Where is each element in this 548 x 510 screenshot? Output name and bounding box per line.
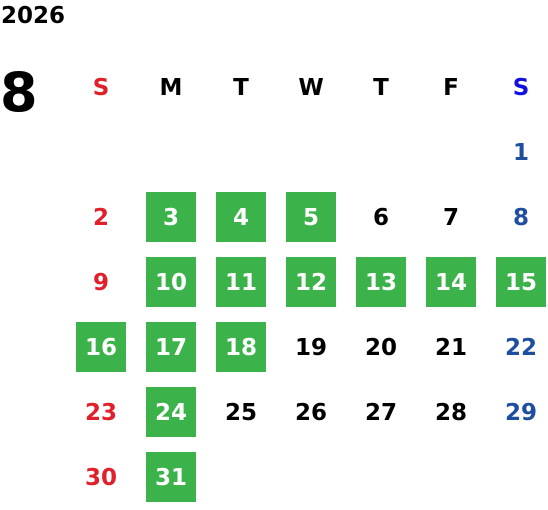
day-highlight (216, 322, 266, 372)
day-number: 3 (162, 204, 179, 231)
weekday-header-wednesday: W (298, 74, 324, 101)
day-cell-marked[interactable]: 10 (136, 250, 206, 315)
day-number: 2 (92, 204, 109, 231)
day-number: 20 (364, 334, 397, 361)
day-cell[interactable]: 28 (416, 380, 486, 445)
day-number: 5 (302, 204, 319, 231)
day-number: 16 (84, 334, 117, 361)
day-number: 17 (154, 334, 187, 361)
day-highlight (216, 192, 266, 242)
day-number: 18 (224, 334, 257, 361)
day-cell-marked[interactable]: 15 (486, 250, 548, 315)
empty-day-cell (346, 120, 416, 185)
day-highlight (146, 452, 196, 502)
day-number: 12 (294, 269, 327, 296)
weekday-header-saturday: S (512, 74, 530, 101)
day-cell[interactable]: 23 (66, 380, 136, 445)
day-cell[interactable]: 25 (206, 380, 276, 445)
day-cell-marked[interactable]: 13 (346, 250, 416, 315)
empty-day-cell (206, 120, 276, 185)
day-highlight (286, 257, 336, 307)
day-number: 30 (84, 464, 117, 491)
day-cell[interactable]: 6 (346, 185, 416, 250)
day-cell[interactable]: 20 (346, 315, 416, 380)
day-number: 13 (364, 269, 397, 296)
day-number: 15 (504, 269, 537, 296)
day-number: 24 (154, 399, 187, 426)
day-cell[interactable]: 21 (416, 315, 486, 380)
day-number: 11 (224, 269, 257, 296)
weekday-header-monday: M (159, 74, 183, 101)
day-number: 29 (504, 399, 537, 426)
day-number: 26 (294, 399, 327, 426)
day-highlight (146, 192, 196, 242)
day-highlight (356, 257, 406, 307)
day-highlight (286, 192, 336, 242)
day-cell[interactable]: 19 (276, 315, 346, 380)
day-cell[interactable]: 1 (486, 120, 548, 185)
day-number: 1 (512, 139, 529, 166)
year-label: 2026 (1, 3, 66, 29)
day-number: 8 (512, 204, 529, 231)
day-number: 27 (364, 399, 397, 426)
day-cell-marked[interactable]: 31 (136, 445, 206, 510)
weekday-header-friday: F (443, 74, 459, 101)
day-cell-marked[interactable]: 3 (136, 185, 206, 250)
day-number: 10 (154, 269, 187, 296)
day-cell-marked[interactable]: 24 (136, 380, 206, 445)
day-number: 28 (434, 399, 467, 426)
empty-day-cell (66, 120, 136, 185)
day-cell[interactable]: 29 (486, 380, 548, 445)
empty-day-cell (276, 120, 346, 185)
day-cell-marked[interactable]: 12 (276, 250, 346, 315)
weekday-header-tuesday: T (233, 74, 249, 101)
day-cell[interactable]: 2 (66, 185, 136, 250)
weekday-header-thursday: T (373, 74, 389, 101)
day-number: 25 (224, 399, 257, 426)
day-number: 14 (434, 269, 467, 296)
day-number: 19 (294, 334, 327, 361)
day-cell[interactable]: 26 (276, 380, 346, 445)
day-highlight (146, 387, 196, 437)
day-highlight (146, 322, 196, 372)
day-highlight (426, 257, 476, 307)
day-cell[interactable]: 30 (66, 445, 136, 510)
day-number: 22 (504, 334, 537, 361)
day-number: 9 (92, 269, 109, 296)
empty-day-cell (136, 120, 206, 185)
day-number: 23 (84, 399, 117, 426)
day-cell-marked[interactable]: 16 (66, 315, 136, 380)
day-cell-marked[interactable]: 18 (206, 315, 276, 380)
month-number: 8 (0, 61, 38, 124)
day-number: 31 (154, 464, 187, 491)
day-cell-marked[interactable]: 17 (136, 315, 206, 380)
day-cell[interactable]: 8 (486, 185, 548, 250)
day-highlight (76, 322, 126, 372)
day-highlight (496, 257, 546, 307)
day-cell-marked[interactable]: 11 (206, 250, 276, 315)
empty-day-cell (416, 120, 486, 185)
day-cell[interactable]: 22 (486, 315, 548, 380)
day-number: 4 (232, 204, 249, 231)
day-cell[interactable]: 9 (66, 250, 136, 315)
day-highlight (146, 257, 196, 307)
day-cell-marked[interactable]: 4 (206, 185, 276, 250)
day-number: 7 (442, 204, 459, 231)
day-cell-marked[interactable]: 14 (416, 250, 486, 315)
day-cell[interactable]: 7 (416, 185, 486, 250)
day-cell-marked[interactable]: 5 (276, 185, 346, 250)
day-cell[interactable]: 27 (346, 380, 416, 445)
weekday-header-sunday: S (92, 74, 110, 101)
day-highlight (216, 257, 266, 307)
day-number: 21 (434, 334, 467, 361)
day-number: 6 (372, 204, 389, 231)
